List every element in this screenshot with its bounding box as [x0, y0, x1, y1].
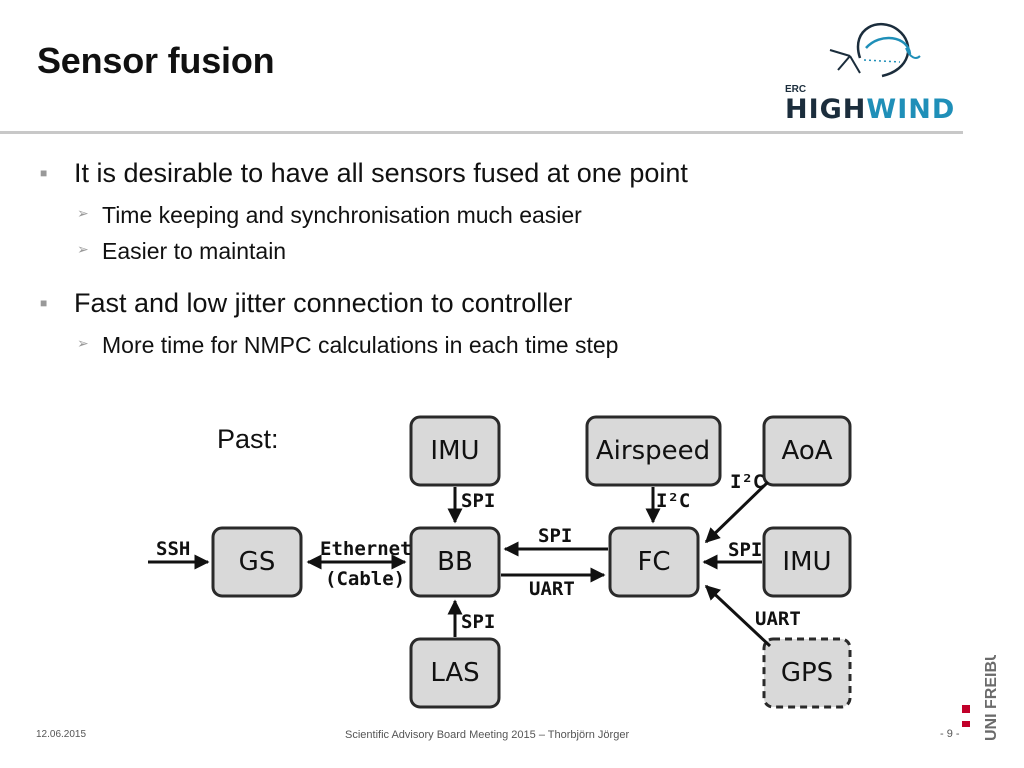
node-gs: GS: [211, 526, 303, 598]
node-label: LAS: [430, 658, 479, 688]
footer-meeting: Scientific Advisory Board Meeting 2015 –…: [345, 729, 630, 741]
node-gps: GPS: [762, 637, 852, 709]
bullet-square-icon: ■: [40, 166, 48, 180]
label-ethernet: Ethernet: [320, 538, 412, 560]
node-aoa: AoA: [762, 415, 852, 487]
bullet-square-icon: ■: [40, 296, 48, 310]
node-label: GS: [239, 547, 276, 577]
node-imu-top: IMU: [409, 415, 501, 487]
edge-aoa-fc: [704, 480, 770, 544]
node-imu-right: IMU: [762, 526, 852, 598]
sub-bullet-item: Time keeping and synchronisation much ea…: [102, 202, 582, 228]
svg-text:UNI FREIBURG: UNI FREIBURG: [983, 655, 1000, 741]
arrow-bullet-icon: ➢: [77, 205, 89, 221]
node-label: AoA: [781, 436, 832, 466]
logo-high: HIGH: [785, 94, 867, 125]
node-label: FC: [637, 547, 670, 577]
node-label: IMU: [782, 547, 831, 577]
logo-wind: WIND: [866, 94, 956, 125]
kite-icon: [829, 22, 921, 78]
edge-gps-fc: [704, 584, 772, 648]
label-i2c-airspeed: I²C: [656, 490, 690, 512]
footer-date: 12.06.2015: [36, 729, 87, 740]
sensor-architecture-diagram: IMU Airspeed AoA GS BB FC IMU LAS GPS: [148, 415, 852, 709]
label-cable: (Cable): [325, 568, 405, 590]
slide-title: Sensor fusion: [37, 40, 275, 81]
node-fc: FC: [608, 526, 700, 598]
label-uart-bb-fc: UART: [529, 578, 575, 600]
past-label: Past:: [217, 424, 279, 454]
highwind-logo: ERC HIGHWIND: [780, 18, 970, 126]
node-bb: BB: [409, 526, 501, 598]
node-label: IMU: [430, 436, 479, 466]
logo-erc: ERC: [785, 84, 807, 95]
sub-bullet-item: Easier to maintain: [102, 238, 287, 264]
label-spi-las: SPI: [461, 611, 495, 633]
node-airspeed: Airspeed: [585, 415, 722, 487]
sub-bullet-item: More time for NMPC calculations in each …: [102, 332, 619, 358]
arrow-bullet-icon: ➢: [77, 335, 89, 351]
node-label: GPS: [781, 658, 833, 688]
label-spi-imu-fc: SPI: [728, 539, 762, 561]
logo-wordmark: HIGHWIND: [785, 94, 955, 125]
title-divider: [0, 131, 963, 134]
bullet-item: It is desirable to have all sensors fuse…: [74, 158, 688, 188]
node-label: BB: [437, 547, 473, 577]
label-ssh: SSH: [156, 538, 190, 560]
page-number: - 9 -: [940, 728, 960, 740]
label-uart-gps: UART: [755, 608, 801, 630]
label-i2c-aoa: I²C: [730, 471, 764, 493]
uni-freiburg-logo: UNI FREIBURG: [962, 655, 1000, 741]
label-spi-imu: SPI: [461, 490, 495, 512]
bullet-item: Fast and low jitter connection to contro…: [74, 288, 573, 318]
node-label: Airspeed: [596, 436, 710, 466]
node-las: LAS: [409, 637, 501, 709]
arrow-bullet-icon: ➢: [77, 241, 89, 257]
label-spi-fc-bb: SPI: [538, 525, 572, 547]
